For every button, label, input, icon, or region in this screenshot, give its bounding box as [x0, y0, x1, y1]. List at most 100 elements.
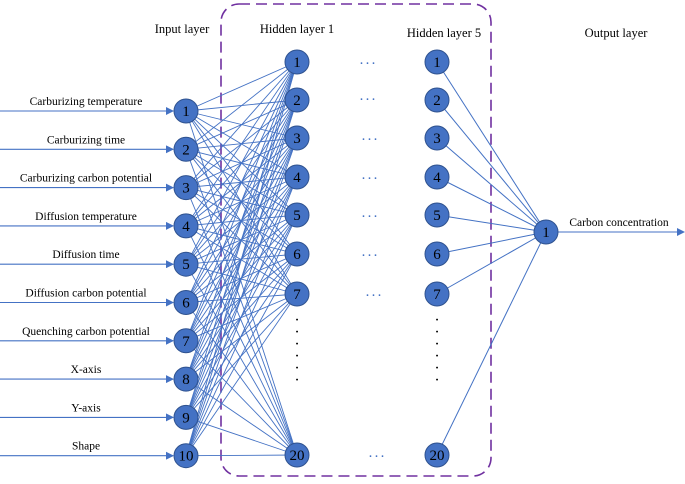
edge-input-10-hidden1-8	[185, 454, 298, 457]
input-node: 5	[173, 251, 199, 277]
input-node: 7	[173, 328, 199, 354]
node-number: 4	[293, 170, 301, 186]
node-circle	[173, 290, 199, 315]
input-node: 6	[173, 290, 199, 315]
input-label: Diffusion time	[52, 249, 119, 261]
node-number: 7	[293, 287, 301, 303]
node-number: 6	[433, 247, 441, 263]
hidden1-node: 2	[284, 87, 310, 113]
node-number: 6	[182, 296, 190, 312]
node-number: 4	[182, 219, 190, 235]
edge-input-4-hidden1-1	[185, 61, 298, 227]
node-number: 5	[433, 208, 441, 224]
node-number: 7	[433, 287, 441, 303]
ellipsis: ···	[365, 288, 383, 304]
hidden5-node: 5	[424, 202, 450, 228]
input-node: 1	[173, 98, 199, 124]
input-label: Diffusion carbon potential	[25, 288, 146, 300]
node-circle	[173, 213, 199, 239]
input-label: Quenching carbon potential	[22, 326, 150, 338]
output-layer-title: Output layer	[585, 26, 649, 40]
ellipsis: ···	[361, 171, 379, 187]
node-number: 3	[433, 131, 441, 147]
edge-input-10-hidden1-1	[185, 61, 298, 456]
hidden5-node: 3	[424, 125, 450, 151]
node-number: 3	[182, 181, 190, 197]
edge-input-4-hidden1-8	[185, 225, 298, 456]
hidden1-node: 4	[284, 164, 310, 190]
hidden5-node: 2	[424, 87, 450, 113]
input-node: 9	[173, 404, 199, 430]
edge-hidden5-5-output	[436, 214, 547, 233]
hidden1-node: 3	[284, 125, 310, 151]
input-arrows	[0, 107, 685, 460]
hidden5-node: 4	[424, 164, 450, 190]
edge-input-10-hidden1-7	[185, 293, 298, 456]
node-circle	[424, 442, 450, 468]
input-layer-title: Input layer	[155, 22, 210, 36]
node-number: 6	[293, 247, 301, 263]
edge-input-9-hidden1-8	[185, 416, 298, 456]
node-circle	[424, 87, 450, 113]
node-circle	[284, 125, 310, 151]
node-number: 20	[290, 448, 305, 464]
hidden-layer-5-title: Hidden layer 5	[407, 26, 481, 40]
input-label: Carburizing time	[47, 134, 125, 146]
node-number: 7	[182, 334, 190, 350]
input-label: Y-axis	[71, 402, 101, 414]
vertical-dot: ·	[434, 372, 439, 389]
edge-input-10-hidden1-3	[185, 137, 298, 456]
node-number: 9	[182, 410, 190, 426]
vertical-dot: ·	[294, 324, 299, 341]
node-circle	[173, 175, 199, 201]
hidden5-node: 20	[424, 442, 450, 468]
ellipsis: ···	[361, 248, 379, 264]
edge-input-10-hidden1-6	[185, 253, 298, 456]
node-circle	[284, 281, 310, 307]
node-number: 2	[293, 93, 301, 109]
vertical-dot: ·	[434, 312, 439, 329]
hidden5-node: 6	[424, 241, 450, 267]
node-number: 5	[293, 208, 301, 224]
edge-input-8-hidden1-1	[185, 61, 298, 380]
vertical-dot: ·	[434, 360, 439, 377]
edge-input-1-hidden1-8	[185, 110, 298, 456]
ellipsis: ···	[359, 56, 377, 72]
input-label: Diffusion temperature	[35, 211, 137, 223]
edge-input-10-hidden1-2	[185, 99, 298, 456]
edge-input-7-hidden1-8	[185, 340, 298, 456]
input-node: 3	[173, 175, 199, 201]
edge-input-8-hidden1-8	[185, 378, 298, 456]
node-circle	[173, 443, 199, 469]
input-label: Shape	[72, 441, 100, 453]
node-circle	[424, 164, 450, 190]
edge-hidden5-4-output	[436, 176, 547, 233]
edge-hidden5-3-output	[436, 137, 547, 233]
node-circle	[424, 202, 450, 228]
edge-input-5-hidden1-8	[185, 263, 298, 456]
ellipsis: ···	[361, 132, 379, 148]
edge-hidden5-8-output	[436, 231, 547, 456]
edge-input-5-hidden1-1	[185, 61, 298, 265]
edge-hidden5-7-output	[436, 231, 547, 295]
input-label: X-axis	[71, 364, 102, 376]
edge-input-2-hidden1-1	[185, 61, 298, 150]
node-number: 4	[433, 170, 441, 186]
edge-input-3-hidden1-8	[185, 187, 298, 456]
vertical-dot: ·	[294, 372, 299, 389]
node-circle	[284, 202, 310, 228]
ellipsis-marks: ····································	[294, 56, 439, 465]
input-node: 8	[173, 366, 199, 392]
edge-input-3-hidden1-1	[185, 61, 298, 188]
edge-input-7-hidden1-1	[185, 61, 298, 341]
node-circle	[173, 328, 199, 354]
edge-hidden5-6-output	[436, 231, 547, 255]
input-node: 4	[173, 213, 199, 239]
hidden-layers-box	[220, 3, 492, 477]
ellipsis: ···	[359, 92, 377, 108]
vertical-dot: ·	[434, 324, 439, 341]
vertical-dot: ·	[294, 336, 299, 353]
